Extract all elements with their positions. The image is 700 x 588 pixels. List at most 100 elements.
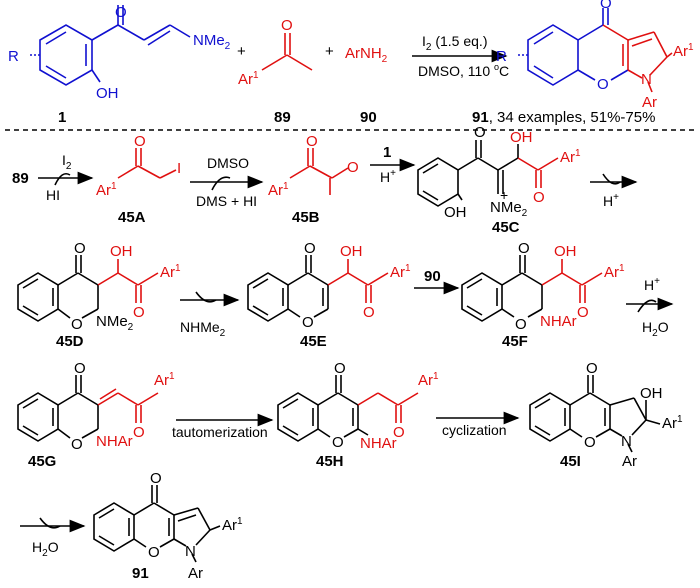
s45e-o2: O	[363, 304, 375, 321]
s45a-o: O	[134, 133, 146, 150]
cyclization-label: cyclization	[442, 422, 507, 438]
reagent-90: 90	[424, 268, 441, 285]
compound-45b	[289, 148, 349, 195]
s45g-ar1: Ar1	[154, 371, 175, 389]
dmso-label: DMSO	[207, 155, 249, 171]
s45d-o2: O	[133, 304, 145, 321]
s45d-o: O	[74, 240, 86, 257]
label-45e: 45E	[300, 333, 327, 350]
s45h-nhar: NHAr	[360, 435, 397, 452]
s45a-i: I	[177, 160, 181, 177]
label-45h: 45H	[316, 453, 344, 470]
label-45i: 45I	[560, 453, 581, 470]
reagent-1: 1	[383, 144, 391, 161]
ketone-o: O	[115, 4, 127, 21]
compound-45e	[247, 255, 389, 322]
arrow-45i-hook	[39, 517, 61, 529]
plus-2: +	[325, 43, 334, 60]
s45a-ar1: Ar1	[96, 181, 117, 199]
s45f-ar1: Ar1	[604, 263, 625, 281]
s45d-ring-o: O	[71, 316, 83, 333]
prod-o-ring: O	[597, 76, 609, 93]
s45c-o2: O	[533, 189, 545, 206]
s45f-o: O	[518, 240, 530, 257]
p-ar1: Ar1	[222, 516, 243, 534]
s45i-ar1: Ar1	[662, 414, 683, 432]
ar1-89: Ar1	[238, 70, 259, 88]
s45i-ar: Ar	[622, 453, 637, 470]
p-ring-o: O	[148, 544, 160, 561]
r-label: R	[8, 48, 19, 65]
s45f-o2: O	[577, 304, 589, 321]
s45h-ar1: Ar1	[418, 371, 439, 389]
product-info: 91, 34 examples, 51%-75%	[472, 109, 655, 126]
plus-1: +	[237, 43, 246, 60]
compound-91-final	[93, 485, 221, 563]
s45g-nhar: NHAr	[96, 433, 133, 450]
hplus-3: H+	[644, 276, 660, 293]
h2o-1: H2O	[642, 319, 669, 339]
s45d-oh: OH	[110, 243, 133, 260]
arrow-45d-hook	[195, 291, 217, 303]
label-45b: 45B	[292, 209, 320, 226]
hplus-2: H+	[603, 192, 619, 209]
compound-89	[261, 33, 313, 71]
ketone-89-o: O	[281, 17, 293, 34]
s45i-ring-o: O	[584, 434, 596, 451]
s45f-oh: OH	[554, 243, 577, 260]
p-ar: Ar	[188, 565, 203, 582]
s45e-o: O	[304, 240, 316, 257]
nme2-label: NMe2	[193, 32, 231, 52]
s45e-ar1: Ar1	[390, 263, 411, 281]
oh-label: OH	[96, 85, 119, 102]
s45h-o2: O	[393, 424, 405, 441]
s45b-ar1: Ar1	[268, 181, 289, 199]
tautomerization-label: tautomerization	[172, 424, 268, 440]
label-1: 1	[58, 109, 66, 126]
hplus-1: H+	[380, 168, 396, 185]
row1-start: 89	[12, 170, 29, 187]
condition-bottom: DMSO, 110 oC	[418, 62, 509, 79]
arrow-45f-hook	[637, 299, 657, 313]
compound-1	[28, 5, 191, 86]
label-45f: 45F	[502, 333, 528, 350]
s45h-o: O	[334, 360, 346, 377]
compound-45h	[277, 375, 419, 442]
s45g-o2: O	[133, 424, 145, 441]
s45b-o2: O	[347, 159, 359, 176]
s45d-nme2: NMe2	[96, 313, 134, 333]
s45c-phenol-oh: OH	[444, 204, 467, 221]
s45c-ar1: Ar1	[560, 148, 581, 166]
s45i-n: N	[621, 433, 632, 450]
s45h-ring-o: O	[332, 434, 344, 451]
label-90: 90	[360, 109, 377, 126]
compound-45a	[117, 148, 177, 179]
p-o: O	[150, 470, 162, 487]
label-91: 91	[132, 565, 149, 582]
arnh2-label: ArNH2	[345, 45, 388, 65]
compound-91-top	[516, 8, 673, 93]
i2-label: I2	[62, 152, 72, 172]
h2o-2: H2O	[32, 539, 59, 559]
label-45c: 45C	[492, 219, 520, 236]
s45g-o: O	[74, 360, 86, 377]
s45e-oh: OH	[340, 243, 363, 260]
label-89: 89	[274, 109, 291, 126]
s45c-plus: +	[500, 187, 508, 203]
compound-45c	[417, 140, 559, 207]
hi-label: HI	[46, 187, 60, 203]
s45b-o1: O	[306, 133, 318, 150]
prod-n: N	[641, 71, 652, 88]
s45c-oh: OH	[510, 129, 533, 146]
s45g-ring-o: O	[71, 436, 83, 453]
s45f-nhar: NHAr	[540, 313, 577, 330]
condition-top: I2 (1.5 eq.)	[422, 33, 487, 53]
prod-o-top: O	[600, 0, 612, 12]
label-45a: 45A	[118, 209, 146, 226]
compound-45g	[17, 375, 159, 442]
arrow-45c-hook	[602, 173, 621, 185]
arrow-45a-45b-hook	[211, 176, 231, 191]
dms-hi-label: DMS + HI	[196, 193, 257, 209]
s45i-oh: OH	[640, 385, 663, 402]
